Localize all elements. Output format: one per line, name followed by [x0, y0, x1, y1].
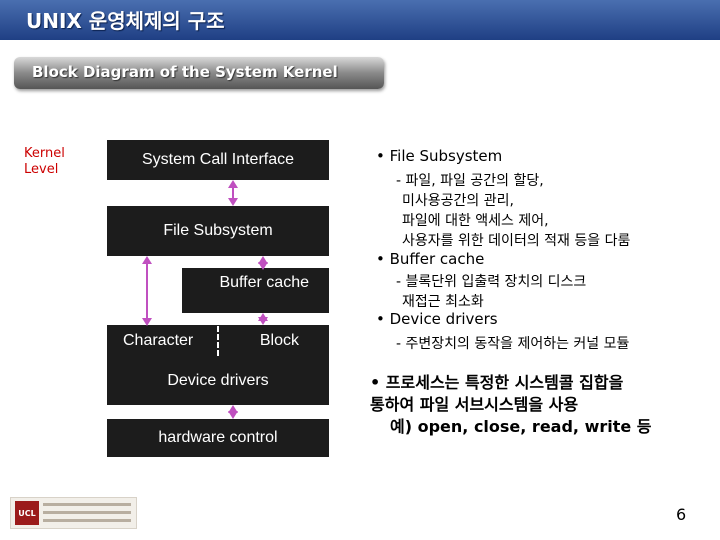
note-line-2: 통하여 파일 서브시스템을 사용 [370, 395, 579, 414]
buffer-cache-cutout [107, 268, 182, 313]
arrow-sci-fs [232, 188, 234, 200]
block-label: Block [259, 332, 299, 349]
bullet-sub-line: 파일에 대한 액세스 제어, [402, 213, 549, 229]
character-label: Character [123, 332, 194, 349]
arrow-head-up-icon [228, 180, 238, 188]
subtitle-pill: Block Diagram of the System Kernel [14, 57, 384, 89]
title-bar: UNIX 운영체제의 구조 [0, 0, 720, 40]
character-block-divider [217, 326, 219, 356]
bullet-sub-line: - 블록단위 입출력 장치의 디스크 [396, 274, 587, 290]
bullet-device-drivers: • Device drivers [376, 310, 498, 328]
subtitle-text: Block Diagram of the System Kernel [32, 63, 338, 81]
arrow-head-down-icon [228, 198, 238, 206]
arrow-head-down-icon [258, 262, 268, 270]
kernel-level-label: Kernel Level [24, 146, 65, 178]
file-subsystem-box: File Subsystem [107, 206, 329, 256]
bullet-sub-line: 재접근 최소화 [402, 294, 484, 310]
bullet-file-subsystem: • File Subsystem [376, 147, 503, 165]
bullet-sub-line: - 주변장치의 동작을 제어하는 커널 모듈 [396, 336, 630, 352]
system-call-interface-label: System Call Interface [141, 151, 295, 168]
slide-title: UNIX 운영체제의 구조 [26, 9, 225, 33]
hardware-control-box: hardware control [107, 419, 329, 457]
device-drivers-label: Device drivers [167, 372, 269, 389]
arrow-head-down-icon [258, 317, 268, 325]
process-note: • 프로세스는 특정한 시스템콜 집합을 통하여 파일 서브시스템을 사용 예)… [370, 372, 652, 438]
bullet-sub-line: - 파일, 파일 공간의 할당, [396, 173, 544, 189]
device-drivers-box: Device drivers [107, 357, 329, 405]
note-line-1: • 프로세스는 특정한 시스템콜 집합을 [370, 373, 624, 392]
hardware-control-label: hardware control [158, 429, 278, 446]
arrow-head-up-icon [258, 256, 268, 264]
arrow-head-up-icon [142, 256, 152, 264]
bullet-buffer-cache: • Buffer cache [376, 250, 485, 268]
file-subsystem-label: File Subsystem [163, 222, 273, 239]
arrow-fs-character [146, 264, 148, 320]
logo-text-lines [43, 503, 131, 527]
kernel-level-line-1: Kernel [24, 146, 65, 161]
bullet-sub-line: 사용자를 위한 데이터의 적재 등을 다룸 [402, 233, 631, 249]
bullet-sub-line: 미사용공간의 관리, [402, 193, 514, 209]
lab-logo: UCL [10, 497, 137, 529]
buffer-cache-label: Buffer cache [219, 274, 309, 291]
note-line-3: 예) open, close, read, write 등 [390, 417, 652, 436]
arrow-head-down-icon [142, 318, 152, 326]
system-call-interface-box: System Call Interface [107, 140, 329, 180]
arrow-head-down-icon [228, 411, 238, 419]
logo-mark-icon: UCL [15, 501, 39, 525]
kernel-level-line-2: Level [24, 162, 59, 177]
page-number: 6 [676, 505, 687, 524]
arrow-head-up-icon [228, 405, 238, 413]
